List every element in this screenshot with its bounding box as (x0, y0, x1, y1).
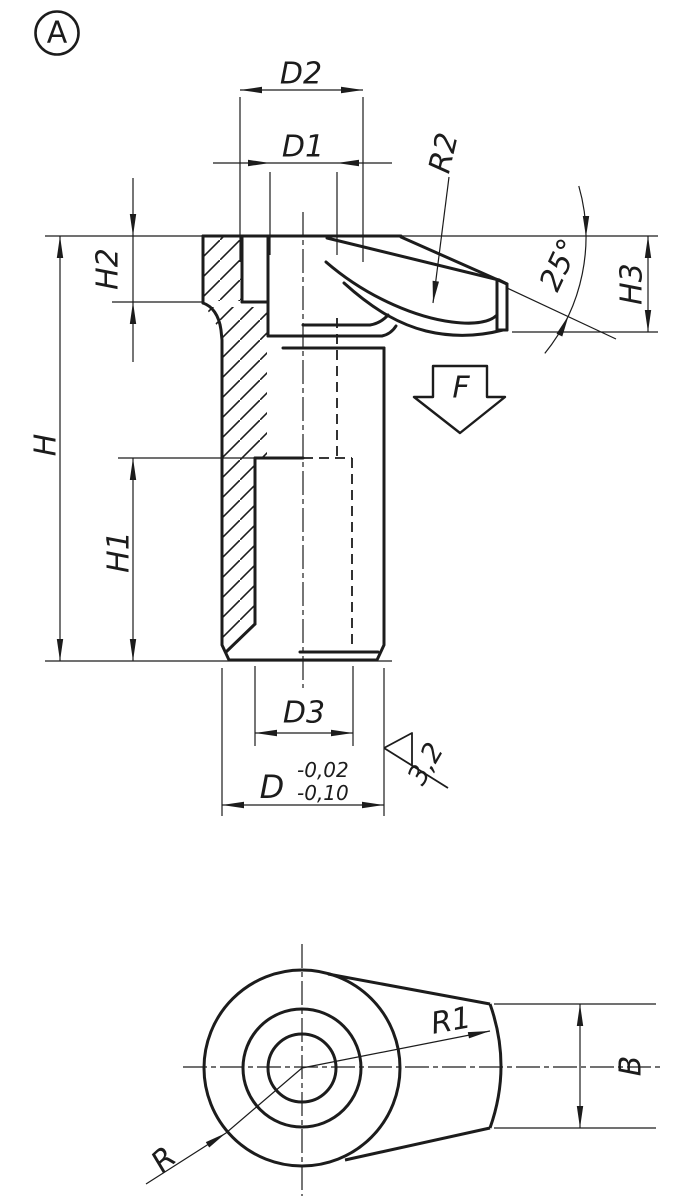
front-view-labels: D2 D1 R2 25° H3 H2 H H1 D3 D -0,02 -0,10 (29, 57, 650, 807)
dim-label-d3: D3 (283, 696, 325, 731)
force-label: F (452, 371, 470, 406)
view-label-circle: A (34, 10, 80, 56)
dim-tolerance-lower: -0,10 (297, 781, 349, 805)
dim-tolerance-upper: -0,02 (297, 758, 349, 782)
dim-label-r: R (145, 1140, 184, 1180)
dim-label-h2: H2 (91, 248, 126, 290)
part-outline (201, 234, 509, 662)
view-label-text: A (47, 16, 68, 51)
view-label-ring (34, 10, 80, 56)
dim-label-r1: R1 (428, 1000, 473, 1041)
dimension-lines (59, 89, 649, 806)
force-arrow: F (412, 364, 507, 435)
nose-top-tangent (327, 972, 491, 1006)
arrowheads (56, 86, 652, 809)
surface-finish-symbol: 3,2 (383, 732, 450, 791)
dim-label-h3: H3 (615, 263, 650, 305)
bottom-view: R1 R B (145, 944, 662, 1196)
head-outer-circle (202, 968, 402, 1168)
leader-r1 (301, 1030, 491, 1069)
head-middle-circle (241, 1007, 363, 1129)
section-hatching (203, 237, 267, 652)
dim-label-h: H (29, 434, 64, 457)
extension-lines (45, 97, 658, 816)
head-bore-circle (266, 1032, 338, 1104)
force-arrow-outline (412, 364, 507, 435)
bottom-view-thin-lines (145, 1003, 656, 1185)
hidden-lines (303, 318, 353, 648)
dim-label-h1: H1 (102, 531, 137, 573)
bottom-view-outline (202, 968, 503, 1168)
dim-label-b: B (614, 1056, 649, 1077)
bottom-view-arrowheads (205, 1004, 584, 1148)
surface-finish-value: 3,2 (402, 738, 450, 791)
dim-label-d1: D1 (282, 130, 324, 165)
nose-end-arc (488, 1003, 503, 1129)
dim-label-d2: D2 (280, 57, 322, 92)
nose-bottom-tangent (344, 1126, 491, 1162)
front-view: F 3,2 D2 D1 R2 25° H3 H2 H H1 D3 D -0,02… (29, 57, 658, 816)
bottom-view-centerlines (183, 944, 662, 1196)
surface-finish-mark (383, 732, 449, 789)
dim-label-r2: R2 (422, 130, 465, 177)
dim-label-d: D (260, 768, 285, 806)
